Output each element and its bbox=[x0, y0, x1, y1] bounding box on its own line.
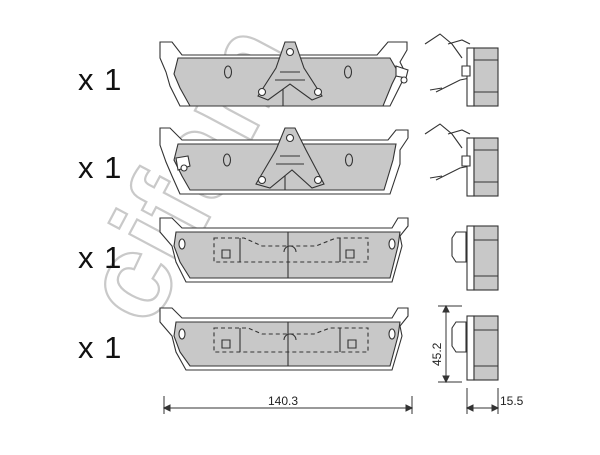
quantity-label-4: x 1 bbox=[78, 330, 123, 365]
side-backing-plate bbox=[466, 225, 475, 291]
shim-hole-1 bbox=[285, 47, 295, 57]
side-friction bbox=[473, 137, 499, 197]
side-friction bbox=[473, 225, 499, 291]
side-backing-plate bbox=[466, 315, 475, 381]
height-dimension-label: 45.2 bbox=[430, 342, 444, 366]
dimension-thickness bbox=[465, 388, 500, 414]
retaining-clip-side bbox=[424, 123, 471, 181]
pad-oval-1 bbox=[222, 153, 232, 167]
backplate-outline bbox=[213, 237, 369, 263]
dimension-height bbox=[438, 304, 462, 384]
thickness-dimension-label: 15.5 bbox=[500, 394, 524, 408]
retaining-clip-side bbox=[424, 33, 471, 93]
side-clip bbox=[451, 231, 467, 263]
backplate-outline bbox=[213, 327, 369, 353]
brake-pad-4 bbox=[159, 307, 499, 381]
shim-hole-3 bbox=[313, 87, 323, 97]
quantity-label-1: x 1 bbox=[78, 62, 123, 97]
side-friction bbox=[473, 315, 499, 381]
side-backing-plate bbox=[466, 137, 475, 197]
pad-oval-1 bbox=[223, 65, 233, 79]
side-friction bbox=[473, 47, 499, 107]
shim-hole-2 bbox=[257, 87, 267, 97]
shim-clip bbox=[255, 127, 325, 189]
pad-oval-2 bbox=[343, 65, 353, 79]
side-backing-plate bbox=[466, 47, 475, 107]
quantity-label-3: x 1 bbox=[78, 240, 123, 275]
quantity-label-2: x 1 bbox=[78, 150, 123, 185]
wear-indicator bbox=[395, 65, 409, 79]
friction-material bbox=[173, 231, 401, 279]
side-clip bbox=[451, 321, 467, 353]
friction-material bbox=[173, 321, 401, 367]
width-dimension-label: 140.3 bbox=[268, 394, 298, 408]
brake-pad-1 bbox=[159, 33, 499, 107]
shim-clip bbox=[257, 41, 323, 101]
dimension-width bbox=[162, 396, 414, 414]
pad-oval-2 bbox=[344, 153, 354, 167]
brake-pad-3 bbox=[159, 217, 499, 291]
brake-pad-2 bbox=[159, 123, 499, 197]
